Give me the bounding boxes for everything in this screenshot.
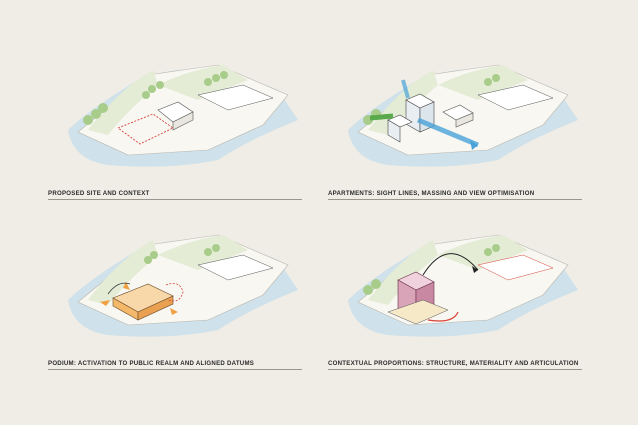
site-drawing [348, 64, 578, 167]
existing-building [442, 104, 474, 128]
panel-proposed-site: PROPOSED SITE AND CONTEXT [48, 50, 318, 240]
panel-apartments: APARTMENTS: SIGHT LINES, MASSING AND VIE… [328, 50, 598, 240]
existing-terrace [477, 254, 554, 281]
activation-arrows [100, 282, 178, 315]
hill [368, 240, 438, 305]
caption-rule [328, 369, 582, 370]
view-line-green [369, 113, 394, 121]
trees [363, 244, 500, 295]
hill [438, 65, 528, 100]
caption-rule [48, 199, 302, 200]
site-boundary [117, 113, 174, 145]
existing-terrace [197, 84, 274, 111]
hill [158, 235, 248, 270]
panel-caption: APARTMENTS: SIGHT LINES, MASSING AND VIE… [328, 190, 535, 197]
hill [88, 240, 158, 305]
materiality-arrow [427, 311, 459, 322]
existing-building [157, 101, 194, 131]
site-drawing [68, 234, 298, 337]
panel-contextual-proportions: CONTEXTUAL PROPORTIONS: STRUCTURE, MATER… [328, 220, 598, 410]
hill [438, 235, 528, 270]
panel-caption: CONTEXTUAL PROPORTIONS: STRUCTURE, MATER… [328, 360, 579, 367]
caption-rule [48, 369, 302, 370]
alignment-outline [165, 283, 184, 302]
panel-podium: PODIUM: ACTIVATION TO PUBLIC REALM AND A… [48, 220, 318, 410]
existing-terrace [197, 254, 274, 281]
datum-arrow [107, 282, 131, 295]
arrowhead [472, 266, 478, 273]
caption-rule [328, 199, 582, 200]
view-line-blue [417, 117, 479, 148]
existing-terrace [477, 84, 554, 111]
view-arrowhead [470, 140, 478, 150]
site-drawing [348, 234, 578, 337]
trees [83, 71, 228, 125]
hill [88, 70, 158, 135]
panel-caption: PROPOSED SITE AND CONTEXT [48, 190, 150, 197]
podium-block [112, 283, 174, 321]
podium-structure [387, 299, 449, 325]
proportion-arrow [422, 253, 479, 276]
trees [144, 244, 220, 264]
view-line-blue [401, 79, 410, 99]
site-drawing [68, 64, 298, 167]
panel-caption: PODIUM: ACTIVATION TO PUBLIC REALM AND A… [48, 360, 255, 367]
